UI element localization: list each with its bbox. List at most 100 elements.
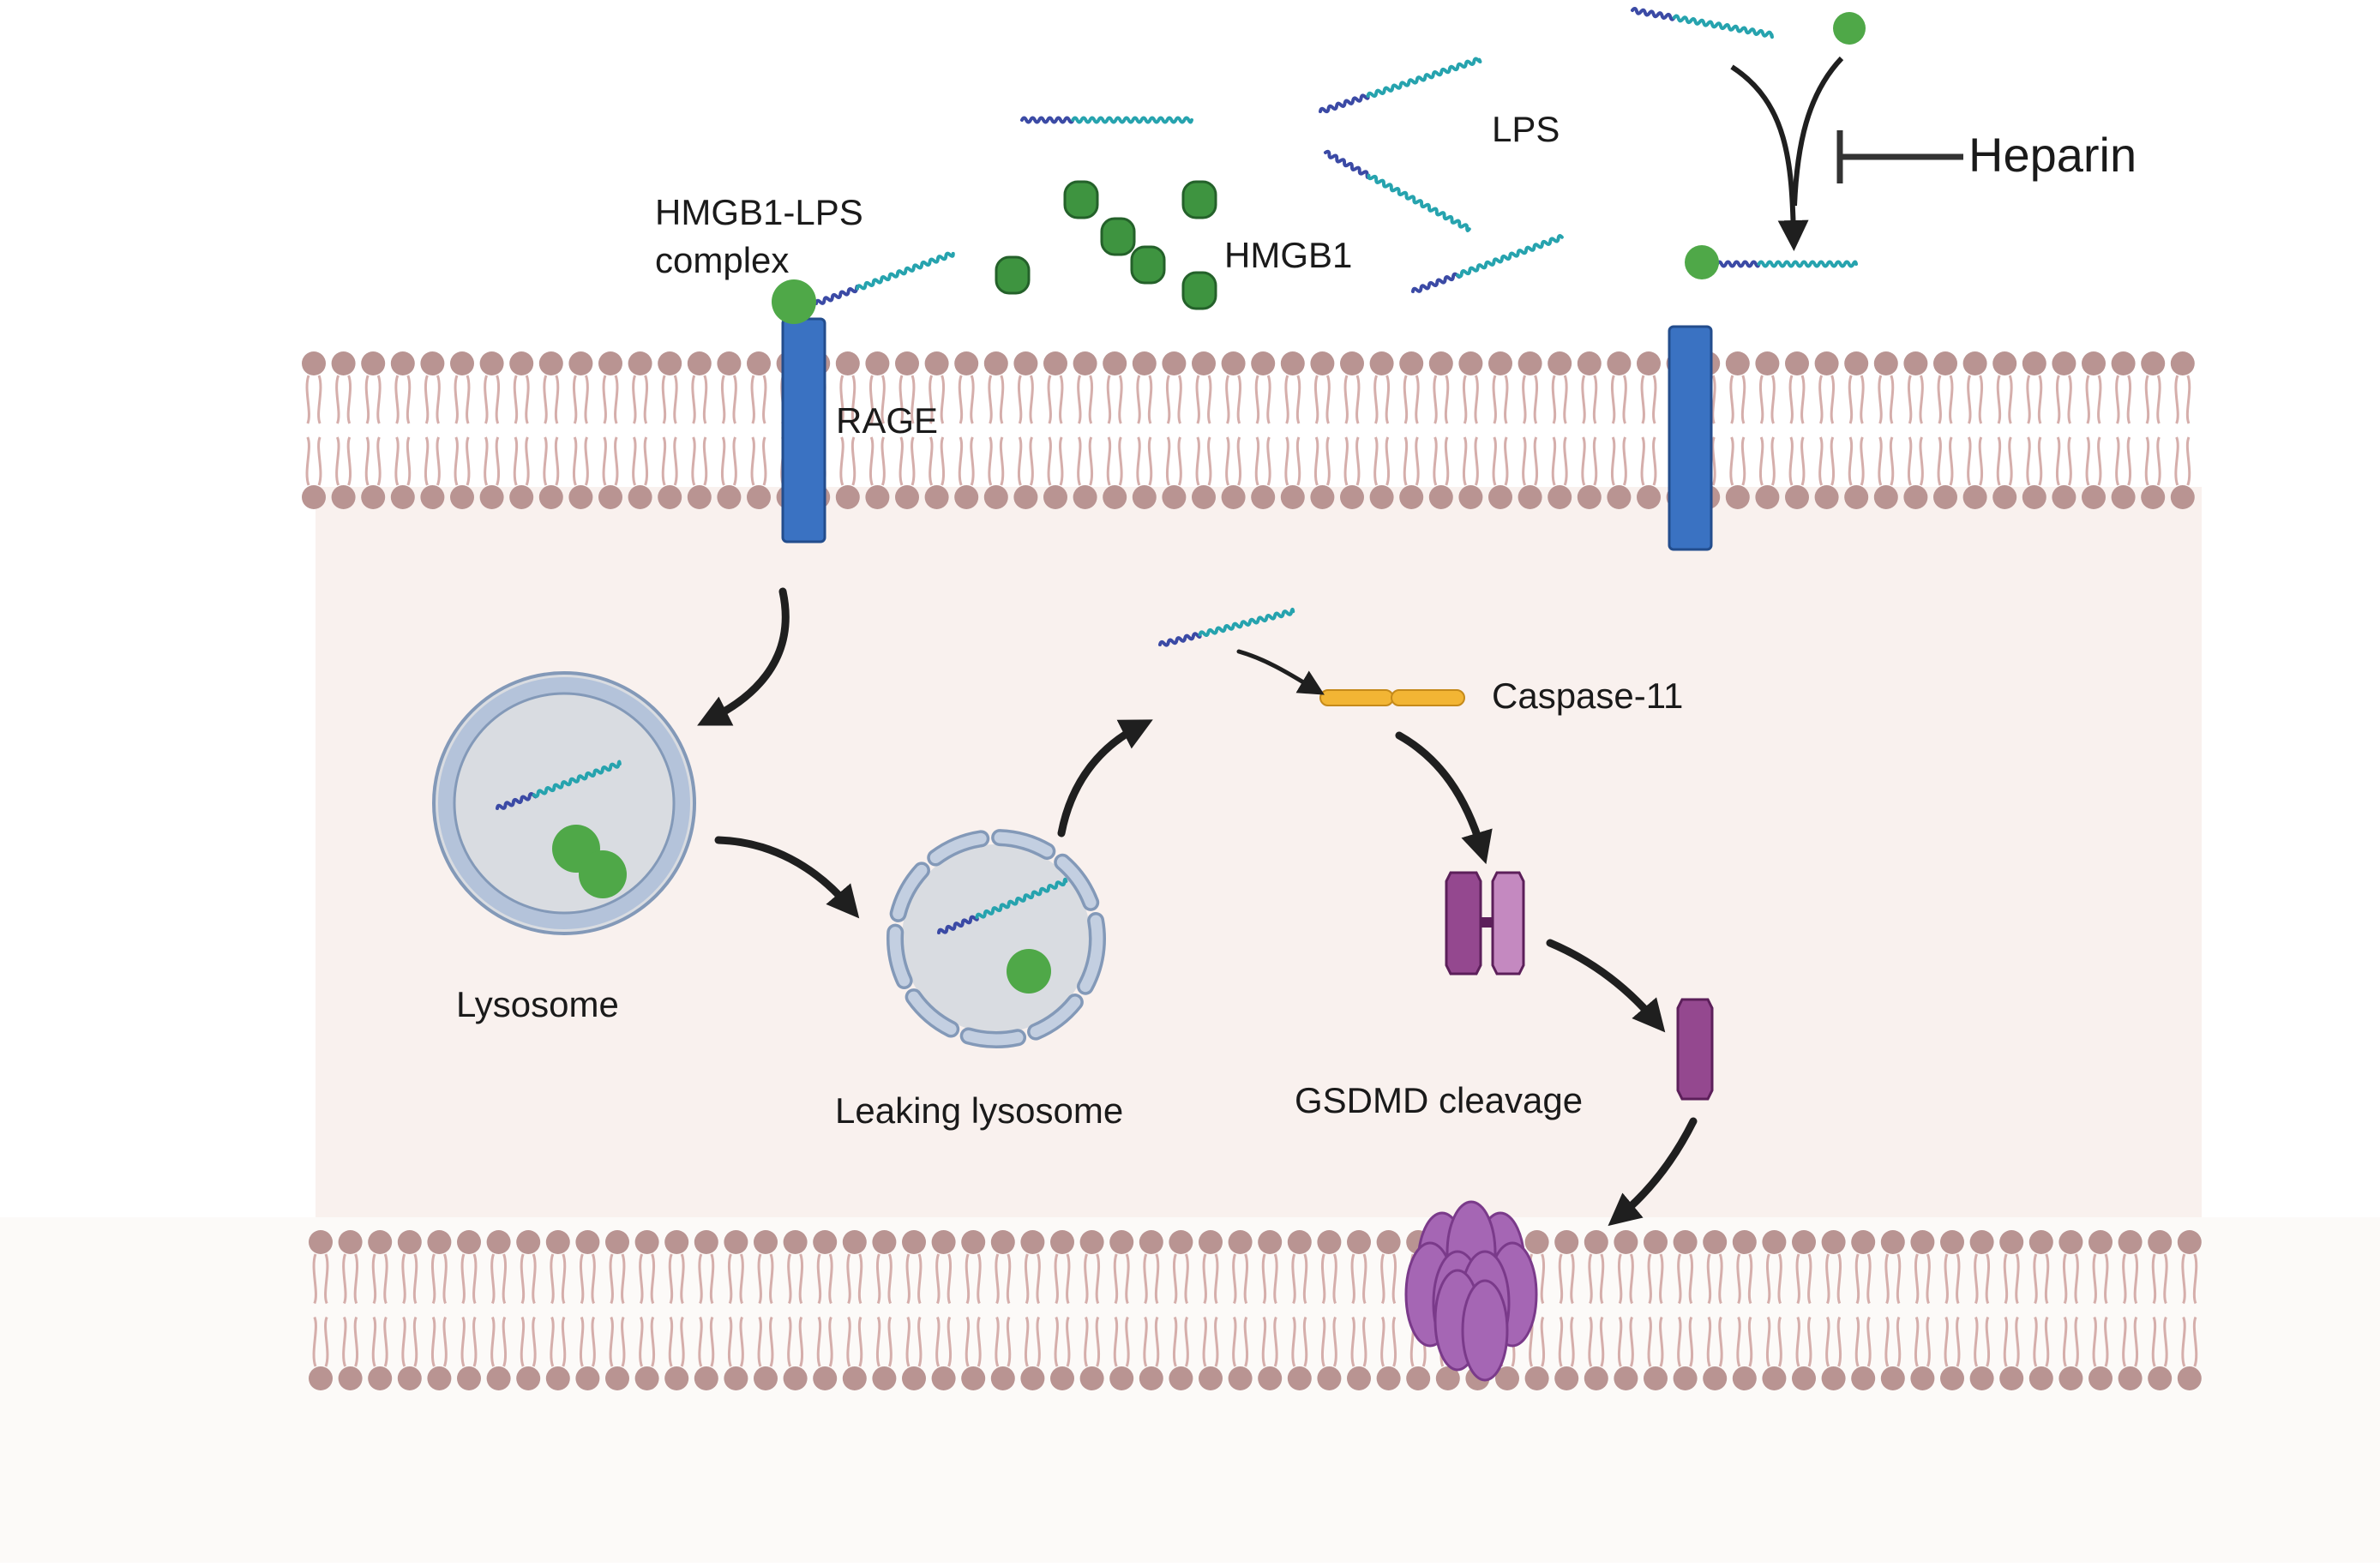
lipid-head bbox=[724, 1230, 748, 1254]
lipid-head bbox=[1755, 351, 1780, 375]
lipid-tail bbox=[2033, 1316, 2038, 1367]
lipid-tail bbox=[673, 375, 678, 424]
lipid-tail bbox=[1967, 436, 1972, 486]
lipid-head bbox=[694, 1230, 718, 1254]
lipid-head bbox=[1821, 1230, 1846, 1254]
lipid-tail bbox=[875, 1253, 881, 1305]
lipid-tail bbox=[1084, 1253, 1089, 1305]
lipid-tail bbox=[1647, 1253, 1652, 1305]
lipid-head bbox=[1251, 485, 1276, 509]
lipid-tail bbox=[1106, 375, 1112, 424]
lipid-tail bbox=[1878, 436, 1883, 486]
lipid-head bbox=[1844, 485, 1869, 509]
lps-segment bbox=[1198, 607, 1295, 637]
lipid-head bbox=[457, 1366, 481, 1390]
binding-arrow-branch bbox=[1792, 56, 1844, 207]
lipid-head bbox=[1999, 1230, 2024, 1254]
lipid-head bbox=[2089, 1230, 2113, 1254]
lipid-tail bbox=[1433, 375, 1438, 424]
lipid-tail bbox=[561, 1253, 567, 1305]
lipid-head bbox=[309, 1230, 333, 1254]
lipid-head bbox=[2052, 351, 2076, 375]
hmgb1-molecule-cluster bbox=[995, 180, 1217, 310]
lipid-tail bbox=[401, 1253, 406, 1305]
lipid-tail bbox=[2055, 375, 2061, 424]
label-lysosome: Lysosome bbox=[456, 984, 619, 1024]
lipid-tail bbox=[1522, 436, 1527, 486]
lipid-tail bbox=[2026, 436, 2031, 486]
lipid-tail bbox=[1254, 436, 1260, 486]
lipid-tail bbox=[2085, 436, 2090, 486]
lipid-tail bbox=[2003, 1253, 2009, 1305]
lipid-tail bbox=[2085, 375, 2090, 424]
lipid-tail bbox=[543, 375, 548, 424]
lipid-tail bbox=[412, 1253, 418, 1305]
lipid-tail bbox=[1533, 375, 1539, 424]
lipid-tail bbox=[305, 375, 310, 424]
lipid-head bbox=[954, 351, 979, 375]
lipid-head bbox=[2148, 1366, 2173, 1390]
lipid-tail bbox=[324, 1253, 329, 1305]
lipid-tail bbox=[1592, 375, 1598, 424]
lipid-tail bbox=[899, 375, 904, 424]
lipid-tail bbox=[1095, 1316, 1101, 1367]
gsdmd-n-fragment bbox=[1676, 998, 1714, 1101]
lipid-tail bbox=[2008, 436, 2013, 486]
lipid-tail bbox=[2122, 1316, 2127, 1367]
lipid-head bbox=[1703, 1230, 1728, 1254]
lipid-head bbox=[420, 351, 445, 375]
lipid-head bbox=[954, 485, 979, 509]
lipid-tail bbox=[1077, 436, 1082, 486]
lipid-tail bbox=[691, 436, 696, 486]
lipid-tail bbox=[1860, 375, 1865, 424]
lipid-head bbox=[2028, 1366, 2053, 1390]
lps-molecule bbox=[1631, 6, 1774, 39]
lipid-tail bbox=[2126, 436, 2132, 486]
lipid-tail bbox=[929, 375, 934, 424]
lipid-tail bbox=[1254, 375, 1260, 424]
hmgb1-box bbox=[1100, 217, 1136, 256]
lipid-head bbox=[1376, 1230, 1401, 1254]
lps-segment bbox=[1158, 632, 1202, 647]
lipid-tail bbox=[1492, 375, 1497, 424]
lipid-tail bbox=[1036, 1316, 1041, 1367]
lipid-head bbox=[361, 351, 386, 375]
lipid-head bbox=[2082, 485, 2106, 509]
lipid-head bbox=[1673, 1366, 1698, 1390]
lipid-head bbox=[634, 1230, 659, 1254]
lipid-tail bbox=[1659, 1253, 1664, 1305]
lipid-tail bbox=[727, 1316, 733, 1367]
lps-molecule bbox=[1319, 57, 1482, 114]
lipid-tail bbox=[2163, 1253, 2168, 1305]
lipid-tail bbox=[1889, 436, 1895, 486]
lipid-tail bbox=[454, 375, 459, 424]
lipid-tail bbox=[1291, 1253, 1296, 1305]
lipid-tail bbox=[1084, 1316, 1089, 1367]
lipid-tail bbox=[1914, 1253, 1920, 1305]
lipid-tail bbox=[887, 1316, 892, 1367]
lipid-tail bbox=[442, 1253, 448, 1305]
lps-segment bbox=[855, 251, 955, 291]
lipid-head bbox=[1554, 1230, 1579, 1254]
lps-molecule bbox=[937, 877, 1068, 934]
label-gsdmd-cleavage: GSDMD cleavage bbox=[1295, 1080, 1583, 1120]
lipid-head bbox=[1548, 351, 1572, 375]
lipid-tail bbox=[1415, 436, 1420, 486]
hmgb1-dot-leaking-lysosome bbox=[1007, 949, 1051, 994]
lipid-tail bbox=[769, 1253, 774, 1305]
lipid-head bbox=[516, 1230, 541, 1254]
lipid-tail bbox=[614, 375, 619, 424]
lipid-head bbox=[1851, 1366, 1876, 1390]
lipid-head bbox=[1637, 485, 1661, 509]
lipid-tail bbox=[1165, 375, 1171, 424]
hmgb1-dot-lysosome bbox=[579, 850, 627, 898]
lipid-tail bbox=[525, 436, 530, 486]
lipid-head bbox=[2089, 1366, 2113, 1390]
lipid-tail bbox=[532, 1253, 537, 1305]
lipid-tail bbox=[1066, 1253, 1071, 1305]
lipid-tail bbox=[1889, 375, 1895, 424]
lipid-tail bbox=[1059, 375, 1064, 424]
lipid-tail bbox=[2033, 1253, 2038, 1305]
lipid-tail bbox=[2192, 1253, 2198, 1305]
lipid-head bbox=[872, 1230, 897, 1254]
